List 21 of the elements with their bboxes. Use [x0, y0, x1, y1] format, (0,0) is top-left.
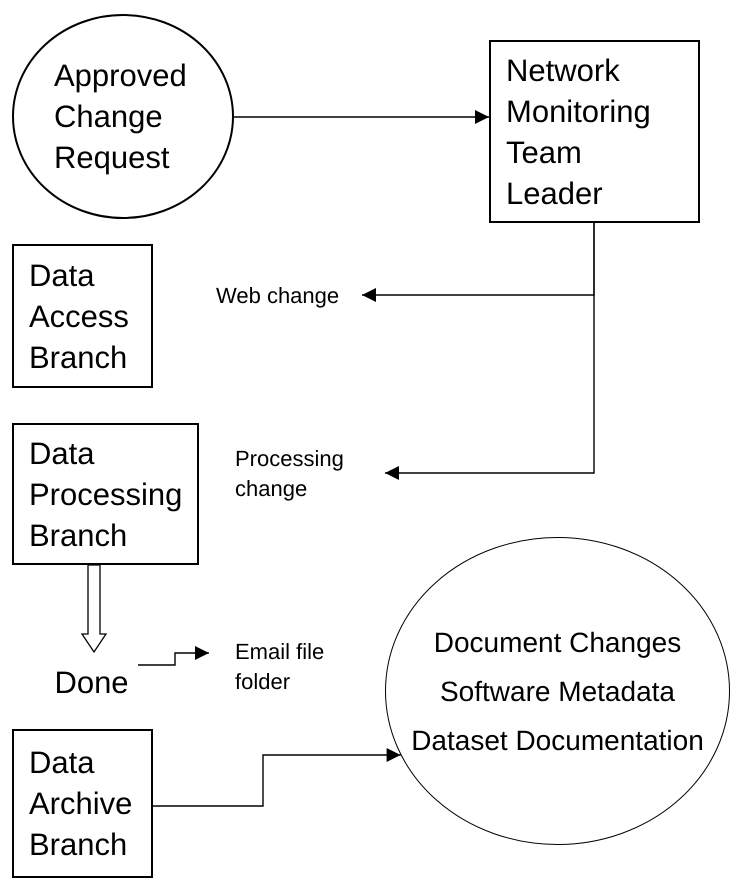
- arrow: [153, 748, 401, 807]
- process-box: [12, 423, 199, 565]
- box-text: Data Processing Branch: [29, 434, 182, 554]
- hollow-arrow: [80, 564, 108, 654]
- box-text: Network Monitoring Team Leader: [506, 52, 651, 212]
- arrow: [138, 646, 209, 666]
- arrow: [385, 223, 595, 480]
- label-text: Email file folder: [235, 638, 326, 696]
- ellipse-text: Approved Change Request: [54, 57, 187, 177]
- box-text: Data Archive Branch: [29, 744, 132, 864]
- label-text: Processing change: [235, 445, 344, 503]
- ellipse-text: Software Metadata: [440, 674, 676, 708]
- ellipse-text: Dataset Documentation: [411, 724, 704, 758]
- box-text: Data Access Branch: [29, 256, 129, 376]
- process-box: [12, 244, 153, 388]
- label-text: Web change: [216, 282, 340, 310]
- process-box: [12, 729, 153, 878]
- process-box: [489, 40, 700, 223]
- label-text: Done: [54, 664, 129, 702]
- arrow: [234, 110, 489, 124]
- ellipse-text: Document Changes: [434, 626, 682, 660]
